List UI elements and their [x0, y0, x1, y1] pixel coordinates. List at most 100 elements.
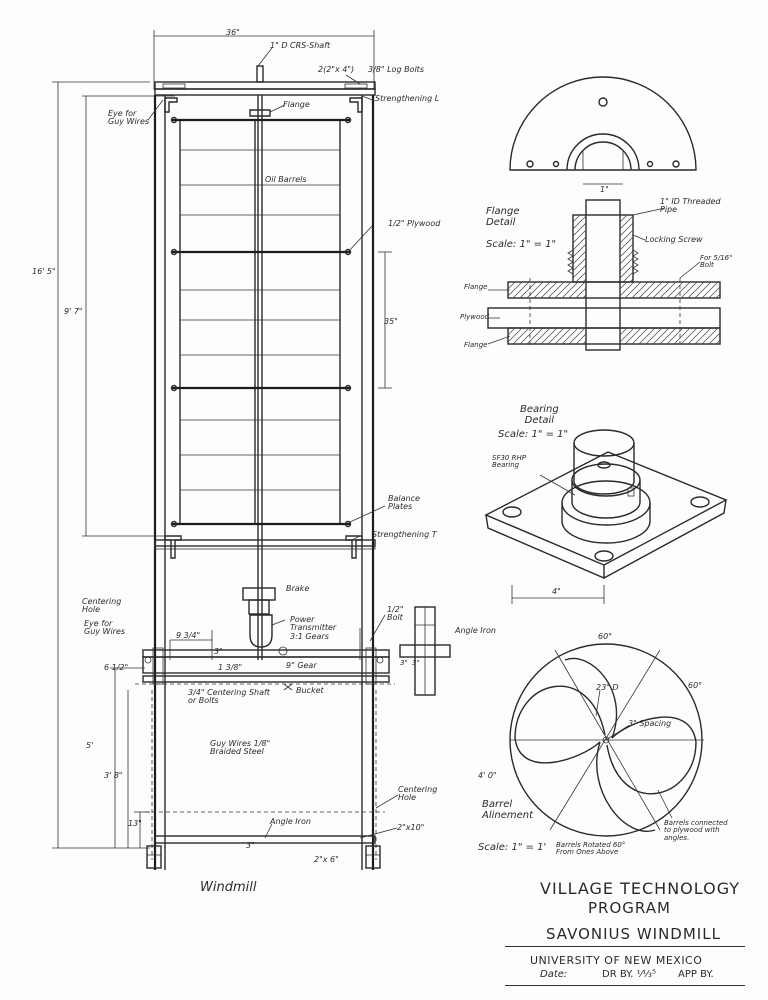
flange-detail-scale: Scale: 1" = 1"	[486, 239, 557, 250]
two-by-six-label: 2"x 6"	[314, 855, 339, 864]
section-hatch-line	[666, 327, 684, 345]
angle-iron-side-label: Angle Iron	[455, 626, 496, 635]
section-hatch-line	[619, 257, 634, 272]
section-hatch-line	[622, 271, 634, 283]
bucket-label: Bucket	[296, 686, 324, 695]
dim-6-1-2: 6 1/2"	[104, 663, 129, 672]
section-hatch-line	[561, 327, 579, 345]
angle-top-label: 60°	[598, 632, 613, 641]
section-hatch-line	[687, 281, 705, 299]
plywood-section-label: Plywood	[460, 313, 490, 321]
section-hatch-line	[582, 340, 587, 345]
flange-bottom-label: Flange	[464, 341, 488, 349]
bearing-label: SF30 RHP Bearing	[492, 454, 526, 470]
section-hatch-line	[575, 333, 587, 345]
oil-barrels-label: Oil Barrels	[265, 175, 307, 184]
section-hatch-line	[659, 327, 677, 345]
dim-1-inch: 1"	[600, 185, 609, 194]
dim-3-a: 3"	[214, 647, 223, 656]
section-hatch-line	[619, 281, 635, 297]
brake-label: Brake	[286, 584, 310, 593]
section-hatch-line	[645, 327, 663, 345]
section-hatch-line	[619, 264, 634, 279]
section-hatch-line	[687, 327, 705, 345]
section-hatch-line	[638, 327, 656, 345]
centering-hole-bottom: Centering Hole	[398, 785, 438, 803]
dim-barrel-span: 35"	[384, 317, 398, 326]
eye-guy-wires-top: Eye for Guy Wires	[108, 109, 150, 127]
section-hatch-line	[572, 229, 587, 244]
section-hatch-line	[701, 327, 719, 345]
windmill-caption: Windmill	[200, 880, 257, 895]
section-hatch-line	[519, 327, 537, 345]
dim-3-8: 3' 8"	[104, 771, 123, 780]
section-hatch-line	[572, 215, 587, 230]
strengthening-l-label: Strengthening L	[375, 94, 440, 103]
flange-label: Flange	[283, 100, 310, 109]
title-line-2: PROGRAM	[588, 899, 671, 917]
bearing-detail-title: Bearing Detail	[520, 404, 559, 426]
section-hatch-line	[575, 271, 587, 283]
section-hatch-line	[619, 229, 634, 244]
section-hatch-line	[554, 281, 572, 299]
section-hatch-line	[629, 278, 634, 283]
section-hatch-line	[715, 339, 721, 345]
dim-rotor-height: 9' 7"	[64, 307, 83, 316]
section-hatch-line	[507, 281, 523, 297]
section-hatch-line	[533, 327, 551, 345]
section-hatch-line	[575, 287, 587, 299]
section-hatch-line	[652, 281, 670, 299]
spacing-label: 3" Spacing	[628, 719, 672, 728]
dim-13: 13"	[128, 819, 142, 828]
section-hatch-line	[507, 327, 516, 336]
title-line-1: VILLAGE TECHNOLOGY	[540, 879, 741, 898]
centering-shaft-label: 3/4" Centering Shaft or Bolts	[188, 688, 270, 706]
section-hatch-line	[533, 281, 551, 299]
two-by-ten-label: 2"x10"	[397, 823, 425, 832]
flange-detail-title: Flange Detail	[486, 206, 520, 228]
section-hatch-line	[526, 281, 544, 299]
bearing-width-dim: 4"	[552, 587, 561, 596]
section-hatch-line	[619, 327, 628, 336]
section-hatch-line	[680, 281, 698, 299]
guy-wires-label: Guy Wires 1/8" Braided Steel	[210, 739, 271, 757]
bottom-border	[505, 985, 745, 986]
section-hatch-line	[568, 327, 586, 345]
dim-3-bottom: 3"	[246, 841, 255, 850]
section-hatch-line	[619, 222, 634, 237]
section-hatch-line	[673, 281, 691, 299]
bolt-label: 1/2" Bolt	[387, 605, 404, 623]
section-hatch-line	[673, 327, 691, 345]
section-hatch-line	[547, 281, 565, 299]
section-hatch-line	[708, 286, 721, 299]
section-hatch-line	[507, 327, 523, 343]
bearing-detail-drawing	[484, 429, 728, 604]
section-hatch-line	[666, 281, 684, 299]
threaded-pipe-label: 1" ID Threaded Pipe	[660, 197, 721, 215]
windmill-elevation	[52, 30, 451, 870]
barrels-rotated-note: Barrels Rotated 60° From Ones Above	[556, 841, 626, 857]
section-hatch-line	[624, 281, 642, 299]
section-hatch-line	[694, 281, 712, 299]
section-hatch-line	[631, 327, 649, 345]
log-bolts-label: 3/8" Log Bolts	[368, 65, 424, 74]
section-hatch-line	[638, 281, 656, 299]
title-divider	[505, 946, 745, 947]
dim-5: 5'	[86, 741, 94, 750]
section-hatch-line	[619, 214, 628, 223]
section-hatch-line	[619, 236, 634, 251]
university-name: UNIVERSITY OF NEW MEXICO	[530, 954, 703, 967]
section-hatch-line	[619, 281, 628, 290]
section-hatch-line	[519, 281, 537, 299]
title-line-3: SAVONIUS WINDMILL	[546, 925, 721, 943]
section-hatch-line	[631, 281, 649, 299]
dim-width-top: 36"	[226, 28, 240, 37]
dim-3-c: 3"	[412, 659, 420, 667]
section-hatch-line	[701, 281, 719, 299]
alignment-diameter-label: 4' 0"	[478, 771, 497, 780]
section-hatch-line	[652, 327, 670, 345]
approved-by-field: APP BY.	[678, 969, 714, 980]
top-beam-label: 2(2"x 4")	[318, 65, 355, 74]
shaft-label: 1" D CRS-Shaft	[270, 41, 331, 50]
